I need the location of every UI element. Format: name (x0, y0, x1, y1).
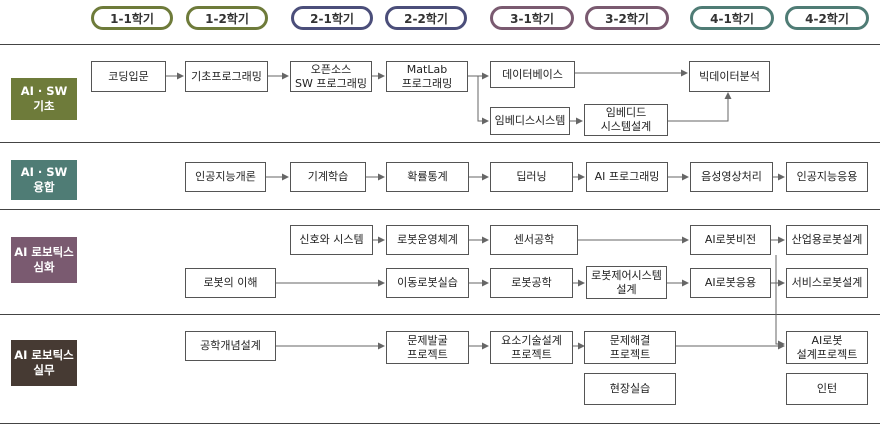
semester-3-1: 3-1학기 (490, 6, 574, 30)
course-ai-programming: AI 프로그래밍 (586, 162, 668, 192)
course-opensource-sw-programming: 오픈소스 SW 프로그래밍 (290, 61, 372, 92)
course-field-practice: 현장실습 (584, 373, 676, 405)
course-industrial-robot-design: 산업용로봇설계 (786, 225, 868, 255)
row-separator (0, 423, 880, 424)
course-basic-programming: 기초프로그래밍 (185, 61, 268, 92)
semester-3-2: 3-2학기 (585, 6, 669, 30)
course-robot-control-system-design: 로봇제어시스템 설계 (586, 266, 667, 299)
course-ai-application: 인공지능응용 (786, 162, 868, 192)
semester-1-2: 1-2학기 (186, 6, 268, 30)
course-bigdata-analysis: 빅데이터분석 (689, 61, 770, 92)
semester-1-1: 1-1학기 (91, 6, 173, 30)
course-probability-statistics: 확률통계 (386, 162, 469, 192)
course-ai-intro: 인공지능개론 (185, 162, 266, 192)
course-ai-robot-vision: AI로봇비전 (690, 225, 771, 255)
course-coding-intro: 코딩입문 (91, 61, 166, 92)
course-understanding-robots: 로봇의 이해 (185, 268, 276, 298)
category-ai-sw-basic: AI · SW 기초 (11, 78, 77, 120)
course-ai-robot-design-project: AI로봇 설계프로젝트 (786, 331, 868, 364)
course-problem-discovery-project: 문제발굴 프로젝트 (386, 331, 469, 364)
category-ai-robotics-practical: AI 로보틱스 실무 (11, 340, 77, 386)
course-engineering-concept-design: 공학개념설계 (185, 331, 276, 361)
course-embedded-system: 임베디스시스템 (490, 107, 570, 135)
course-sensor-engineering: 센서공학 (490, 225, 578, 255)
category-ai-sw-fusion: AI · SW 융합 (11, 160, 77, 200)
course-matlab-programming: MatLab 프로그래밍 (386, 61, 468, 92)
course-robot-os: 로봇운영체계 (386, 225, 469, 255)
course-robotics-engineering: 로봇공학 (490, 268, 573, 298)
semester-4-2: 4-2학기 (785, 6, 869, 30)
row-separator (0, 142, 880, 143)
course-machine-learning: 기계학습 (290, 162, 366, 192)
row-separator (0, 314, 880, 315)
semester-2-2: 2-2학기 (385, 6, 467, 30)
row-separator (0, 44, 880, 45)
course-embedded-system-design: 임베디드 시스템설계 (584, 104, 668, 136)
course-service-robot-design: 서비스로봇설계 (786, 268, 868, 298)
course-internship: 인턴 (786, 373, 868, 405)
course-database: 데이터베이스 (490, 61, 575, 88)
course-signals-systems: 신호와 시스템 (290, 225, 373, 255)
category-ai-robotics-advanced: AI 로보틱스 심화 (11, 237, 77, 283)
course-mobile-robot-lab: 이동로봇실습 (386, 268, 469, 298)
course-element-tech-design-project: 요소기술설계 프로젝트 (490, 331, 573, 364)
course-problem-solving-project: 문제해결 프로젝트 (584, 331, 676, 364)
semester-2-1: 2-1학기 (291, 6, 373, 30)
row-separator (0, 209, 880, 210)
semester-4-1: 4-1학기 (690, 6, 774, 30)
course-speech-image-processing: 음성영상처리 (690, 162, 773, 192)
course-ai-robot-application: AI로봇응용 (690, 268, 771, 298)
course-deep-learning: 딥러닝 (490, 162, 573, 192)
